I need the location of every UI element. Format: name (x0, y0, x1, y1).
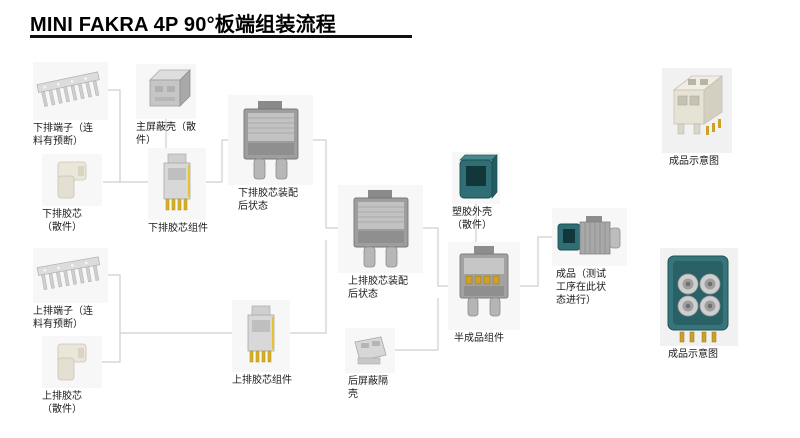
node-lower-terminal: 下排端子（连料有预断） (33, 62, 108, 149)
node-schematic-top: 成品示意图 (662, 68, 732, 169)
lower-core-assembled-label: 下排胶芯装配后状态 (238, 188, 298, 212)
node-upper-terminal: 上排端子（连料有预断） (33, 248, 108, 332)
lower-core-photo (42, 154, 102, 206)
node-plastic-shell: 塑胶外壳（散件） (452, 152, 500, 233)
schematic-top-label: 成品示意图 (669, 156, 719, 167)
upper-core-photo (42, 336, 102, 388)
semi-finished-label: 半成品组件 (454, 333, 504, 344)
rear-shield-label: 后屏蔽隔壳 (348, 376, 388, 400)
upper-core-assembly-label: 上排胶芯组件 (232, 375, 292, 386)
node-main-shield: 主屏蔽壳（散件） (136, 64, 198, 148)
lower-core-assembled-photo (228, 95, 313, 185)
node-schematic-bottom: 成品示意图 (660, 248, 738, 362)
node-finished: 成品（测试工序在此状态进行） (552, 208, 627, 307)
upper-core-label: 上排胶芯（散件） (42, 391, 82, 415)
main-shield-photo (136, 64, 196, 119)
finished-label: 成品（测试工序在此状态进行） (556, 269, 606, 306)
node-lower-core: 下排胶芯（散件） (42, 154, 102, 235)
node-upper-core-assembly: 上排胶芯组件 (232, 300, 294, 388)
lower-terminal-photo (33, 62, 108, 120)
node-upper-core: 上排胶芯（散件） (42, 336, 102, 417)
title-underline (30, 35, 412, 38)
upper-terminal-label: 上排端子（连料有预断） (33, 306, 93, 330)
upper-terminal-photo (33, 248, 108, 303)
rear-shield-photo (345, 328, 395, 373)
schematic-bottom-photo (660, 248, 738, 346)
lower-core-label: 下排胶芯（散件） (42, 209, 82, 233)
node-semi-finished: 半成品组件 (448, 242, 520, 346)
lower-terminal-label: 下排端子（连料有预断） (33, 123, 93, 147)
plastic-shell-label: 塑胶外壳（散件） (452, 207, 492, 231)
finished-photo (552, 208, 627, 266)
semi-finished-photo (448, 242, 520, 330)
upper-core-assembled-label: 上排胶芯装配后状态 (348, 276, 408, 300)
node-lower-core-assembly: 下排胶芯组件 (148, 148, 210, 236)
upper-core-assembled-photo (338, 185, 423, 273)
lower-core-assembly-label: 下排胶芯组件 (148, 223, 208, 234)
plastic-shell-photo (452, 152, 500, 204)
upper-core-assembly-photo (232, 300, 290, 372)
node-upper-core-assembled: 上排胶芯装配后状态 (338, 185, 423, 302)
main-shield-label: 主屏蔽壳（散件） (136, 122, 196, 146)
node-rear-shield: 后屏蔽隔壳 (345, 328, 395, 402)
schematic-top-photo (662, 68, 732, 153)
schematic-bottom-label: 成品示意图 (668, 349, 718, 360)
page-title: MINI FAKRA 4P 90°板端组装流程 (30, 14, 336, 36)
node-lower-core-assembled: 下排胶芯装配后状态 (228, 95, 313, 214)
lower-core-assembly-photo (148, 148, 206, 220)
